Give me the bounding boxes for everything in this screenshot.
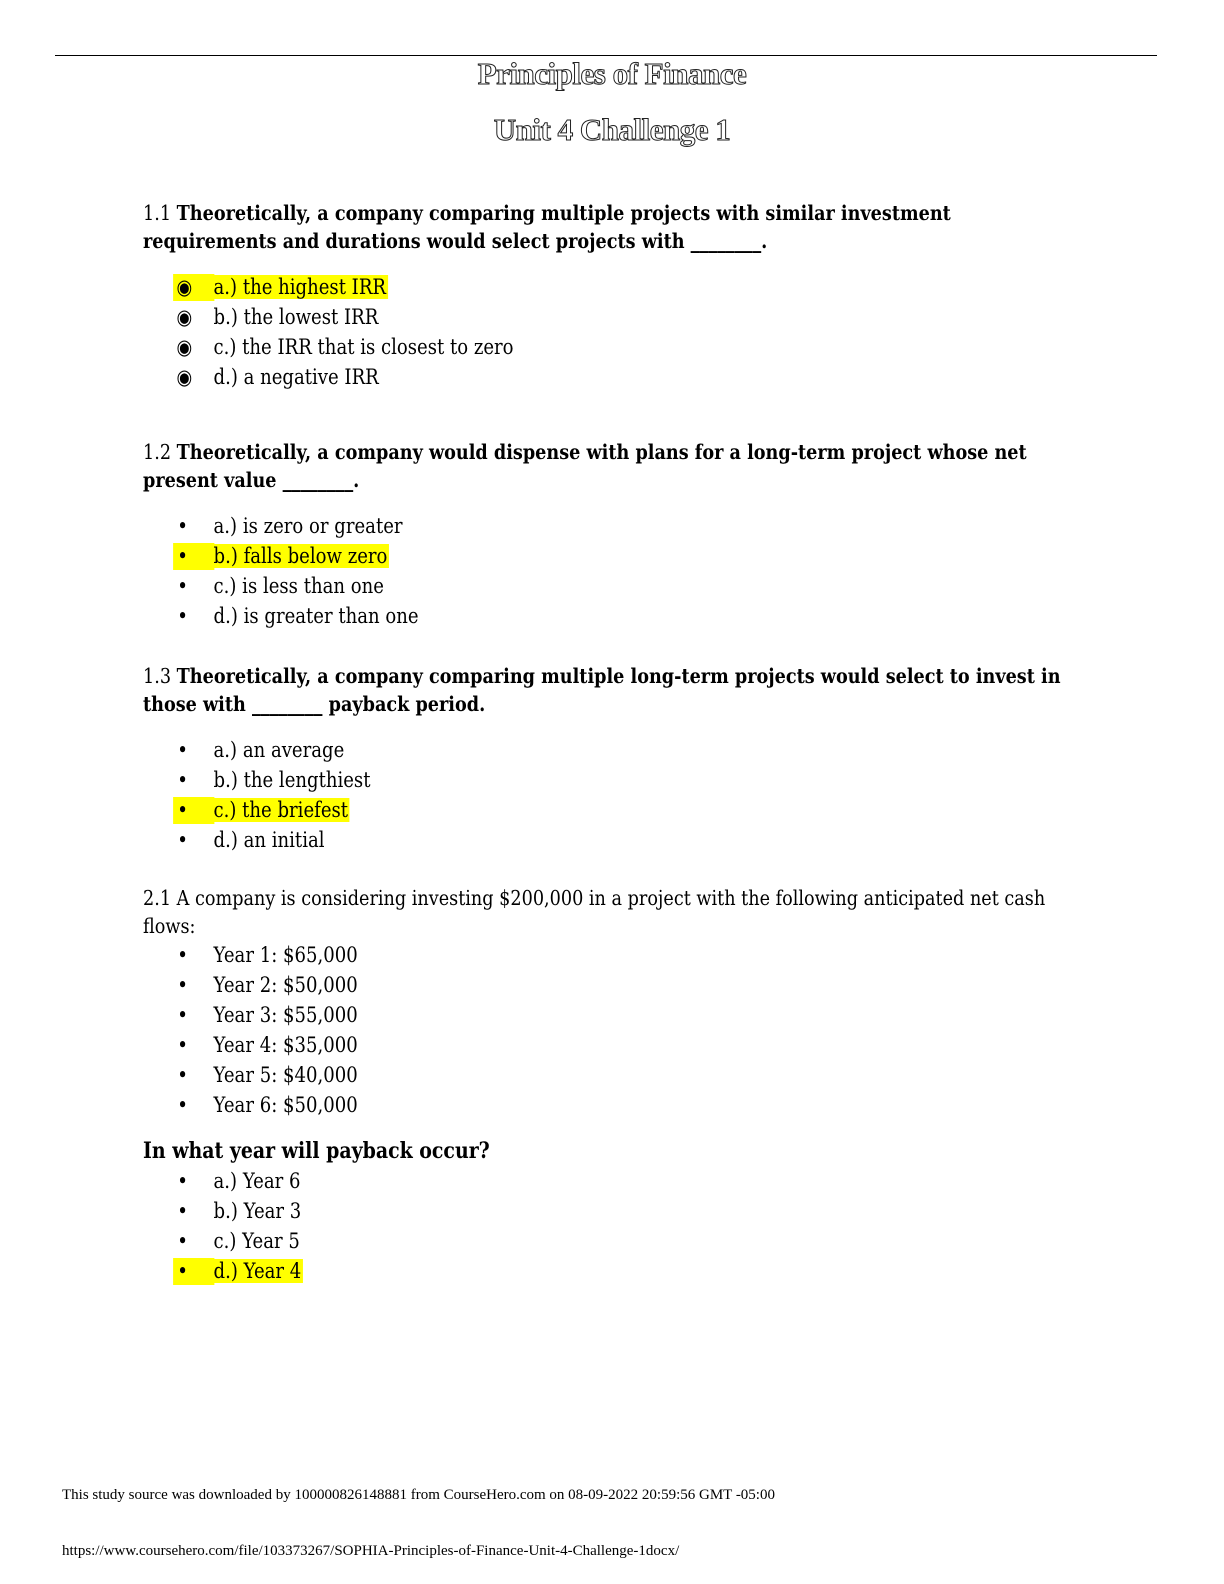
option-label: b.) falls below zero [213,544,390,568]
option-label: Year 4: $35,000 [213,1033,358,1057]
answer-options: ◉a.) the highest IRR◉b.) the lowest IRR◉… [143,272,1063,392]
bullet-icon: • [177,943,188,967]
bullet-icon: • [177,973,188,997]
cash-flow-item: • Year 2: $50,000 [143,970,1063,1000]
bullet-icon: ◉ [176,305,193,329]
option-label: c.) is less than one [213,574,384,598]
bullet-icon: • [177,1169,188,1193]
answer-option[interactable]: • c.) Year 5 [143,1226,1063,1256]
cash-flow-item: • Year 1: $65,000 [143,940,1063,970]
option-label: a.) an average [213,738,345,762]
answer-option[interactable]: • d.) an initial [143,825,1063,855]
bullet-icon: ◉ [176,335,193,359]
option-label: Year 6: $50,000 [213,1093,358,1117]
question-body: A company is considering investing $200,… [143,886,1046,938]
question-number: 2.1 [143,886,172,910]
question-text: 1.2 Theoretically, a company would dispe… [143,438,1063,494]
option-label: c.) the briefest [213,798,350,822]
option-label: c.) the IRR that is closest to zero [213,335,514,359]
answer-option[interactable]: ◉ c.) the IRR that is closest to zero [143,332,1063,362]
option-label: d.) a negative IRR [213,365,379,389]
bullet-icon: • [177,604,188,628]
bullet-icon: • [177,828,188,852]
option-label: a.) Year 6 [213,1169,301,1193]
answer-option[interactable]: ◉ d.) a negative IRR [143,362,1063,392]
option-label: Year 3: $55,000 [213,1003,358,1027]
bullet-icon: • [177,738,188,762]
answer-option[interactable]: • d.) is greater than one [143,601,1063,631]
bullet-icon: • [177,1259,188,1283]
question-1-1: 1.1 Theoretically, a company comparing m… [143,199,1063,392]
bullet-icon: • [177,1003,188,1027]
question-2-1: 2.1 A company is considering investing $… [143,884,1063,1286]
cash-flow-item: • Year 6: $50,000 [143,1090,1063,1120]
source-url[interactable]: https://www.coursehero.com/file/10337326… [62,1543,680,1559]
answer-option[interactable]: • b.) the lengthiest [143,765,1063,795]
cash-flow-item: • Year 3: $55,000 [143,1000,1063,1030]
question-number: 1.2 [143,440,172,464]
document-title: Principles of Finance [477,56,747,92]
question-text: 1.1 Theoretically, a company comparing m… [143,199,1063,255]
bullet-icon: • [177,1199,188,1223]
option-label: d.) is greater than one [213,604,419,628]
answer-option[interactable]: • c.) is less than one [143,571,1063,601]
question-text: 2.1 A company is considering investing $… [143,884,1063,940]
option-label: Year 2: $50,000 [213,973,358,997]
question-prompt: In what year will payback occur? [143,1138,490,1164]
option-label: b.) the lowest IRR [213,305,379,329]
option-label: d.) an initial [213,828,325,852]
bullet-icon: • [177,574,188,598]
bullet-icon: • [177,514,188,538]
cash-flow-item: • Year 5: $40,000 [143,1060,1063,1090]
answer-option[interactable]: • d.) Year 4 [143,1256,1063,1286]
cash-flow-list: • Year 1: $65,000 • Year 2: $50,000 • Year 3:… [143,940,1063,1120]
bullet-icon: ◉ [176,365,193,389]
highlight [173,274,215,301]
answer-option[interactable]: • b.) falls below zero [143,541,1063,571]
answer-option[interactable]: • a.) an average [143,735,1063,765]
highlight [173,797,215,824]
answer-option[interactable]: ◉ b.) the lowest IRR [143,302,1063,332]
answer-option[interactable]: • a.) Year 6 [143,1166,1063,1196]
answer-options: • a.) Year 6 • b.) Year 3 • c.) Year 5 • d.) Ye… [143,1166,1063,1286]
question-body: Theoretically, a company comparing multi… [143,201,951,253]
answer-option[interactable]: • a.) is zero or greater [143,511,1063,541]
option-label: Year 5: $40,000 [213,1063,358,1087]
question-text: 1.3 Theoretically, a company comparing m… [143,662,1063,718]
question-body: Theoretically, a company would dispense … [143,440,1027,492]
answer-options: • a.) is zero or greater • b.) falls below … [143,511,1063,631]
answer-option[interactable]: • c.) the briefest [143,795,1063,825]
question-number: 1.3 [143,664,172,688]
bullet-icon: • [177,798,188,822]
answer-option[interactable]: ◉ a.) the highest IRR [143,272,1063,302]
question-1-3: 1.3 Theoretically, a company comparing m… [143,662,1063,855]
bullet-icon: • [177,1033,188,1057]
option-label: a.) is zero or greater [213,514,403,538]
bullet-icon: • [177,1093,188,1117]
highlight [173,1258,215,1285]
cash-flow-item: • Year 4: $35,000 [143,1030,1063,1060]
option-label: b.) the lengthiest [213,768,371,792]
bullet-icon: • [177,768,188,792]
answer-option[interactable]: • b.) Year 3 [143,1196,1063,1226]
option-label: b.) Year 3 [213,1199,302,1223]
question-body: Theoretically, a company comparing multi… [143,664,1061,716]
download-note: This study source was downloaded by 1000… [62,1487,775,1503]
bullet-icon: • [177,1229,188,1253]
bullet-icon: • [177,1063,188,1087]
highlight [173,543,215,570]
option-label: d.) Year 4 [213,1259,304,1283]
question-number: 1.1 [143,201,172,225]
header-rule [55,55,1157,56]
answer-options: • a.) an average • b.) the lengthiest • c.) t… [143,735,1063,855]
bullet-icon: ◉ [176,275,193,299]
option-label: a.) the highest IRR [213,275,388,299]
option-label: c.) Year 5 [213,1229,300,1253]
option-label: Year 1: $65,000 [213,943,358,967]
question-1-2: 1.2 Theoretically, a company would dispe… [143,438,1063,631]
document-subtitle: Unit 4 Challenge 1 [493,112,731,148]
bullet-icon: • [177,544,188,568]
